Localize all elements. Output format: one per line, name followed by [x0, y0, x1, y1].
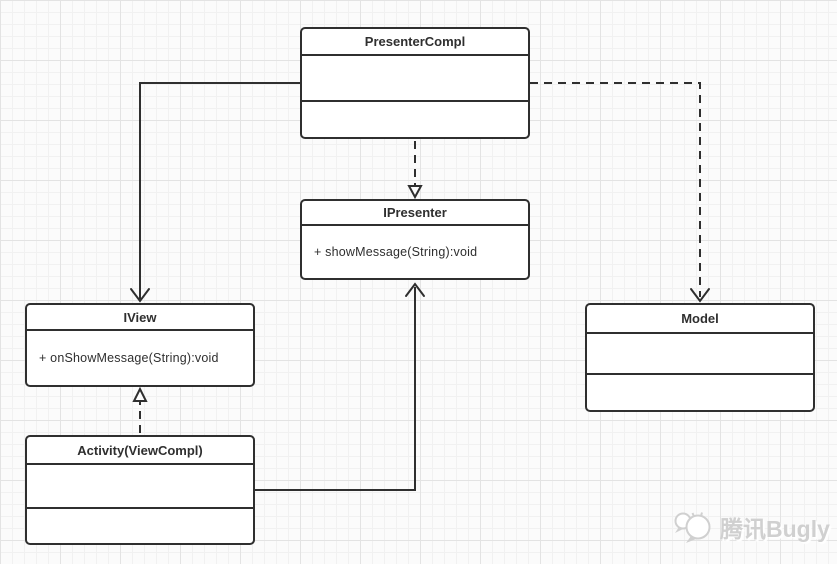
edge-activity-to-ipresenter: [255, 282, 425, 491]
class-attributes-compartment: [302, 56, 528, 102]
watermark-text: 腾讯Bugly: [720, 516, 830, 542]
class-title: IView: [27, 305, 253, 331]
edge-presentercompl-to-model: [530, 82, 710, 303]
class-node-activity-viewcompl: Activity(ViewCompl): [25, 435, 255, 545]
class-method: + showMessage(String):void: [314, 245, 478, 259]
class-title: Activity(ViewCompl): [27, 437, 253, 465]
hollow-triangle-arrowhead-icon: [132, 386, 148, 402]
class-methods-compartment: [587, 375, 813, 410]
class-methods-compartment: [27, 509, 253, 543]
class-node-iview: IView + onShowMessage(String):void: [25, 303, 255, 387]
class-attributes-compartment: [27, 465, 253, 509]
class-node-presentercompl: PresenterCompl: [300, 27, 530, 139]
watermark: 腾讯Bugly: [671, 508, 830, 546]
class-node-model: Model: [585, 303, 815, 412]
open-arrowhead-icon: [130, 288, 150, 303]
hollow-triangle-arrowhead-icon: [407, 185, 423, 200]
class-node-ipresenter: IPresenter + showMessage(String):void: [300, 199, 530, 280]
bugly-logo-icon: [674, 512, 711, 543]
class-methods-compartment: [302, 102, 528, 137]
edge-activity-to-iview: [132, 386, 148, 433]
open-arrowhead-icon: [690, 288, 710, 303]
class-title: Model: [587, 305, 813, 334]
edge-presentercompl-to-ipresenter: [407, 141, 423, 200]
class-method: + onShowMessage(String):void: [39, 351, 219, 365]
class-title: PresenterCompl: [302, 29, 528, 56]
class-title: IPresenter: [302, 201, 528, 226]
open-arrowhead-icon: [405, 282, 425, 297]
class-attributes-compartment: [587, 334, 813, 375]
edge-presentercompl-to-iview: [130, 82, 300, 303]
